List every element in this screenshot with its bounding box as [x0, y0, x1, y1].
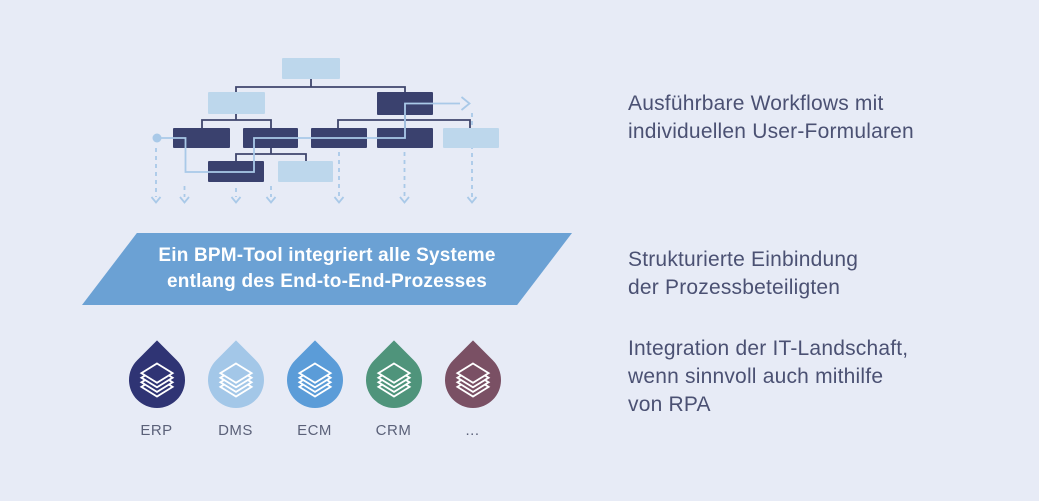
benefit-text-einbindung: Strukturierte Einbindung der Prozessbete… [628, 246, 858, 302]
benefit-line: individuellen User-Formularen [628, 120, 914, 143]
drop-icon [116, 340, 197, 420]
benefit-text-integration: Integration der IT-Landschaft, wenn sinn… [628, 335, 908, 419]
benefit-line: von RPA [628, 393, 711, 416]
layers-icon [455, 362, 490, 398]
dashed-arrow [466, 113, 478, 204]
dashed-arrow [333, 152, 345, 204]
system-ecm: ECM [274, 340, 355, 439]
flow-connector [337, 115, 471, 128]
benefit-text-workflows: Ausführbare Workflows mit individuellen … [628, 90, 914, 146]
system-other: ... [432, 340, 513, 439]
system-label: CRM [375, 422, 412, 439]
flowchart-node-branch-left [208, 92, 265, 114]
dashed-arrow [399, 152, 410, 204]
sequence-flow-path [152, 96, 471, 173]
flow-connector [235, 148, 307, 161]
layers-icon [139, 362, 174, 398]
drop-icon [195, 340, 276, 420]
drop-icon [274, 340, 355, 420]
benefit-line: Ausführbare Workflows mit [628, 92, 884, 115]
workflow-diagram [150, 58, 499, 204]
dashed-arrow [265, 186, 277, 204]
dashed-arrow [150, 148, 162, 204]
layers-icon [218, 362, 253, 398]
benefit-line: wenn sinnvoll auch mithilfe [628, 365, 884, 388]
system-label: DMS [218, 422, 253, 439]
flow-connector [201, 114, 272, 128]
layers-icon [376, 362, 411, 398]
right-arrow-head [460, 96, 471, 111]
layers-icon [297, 362, 332, 398]
system-label: ECM [297, 422, 332, 439]
flow-connector [235, 79, 406, 92]
flowchart-node-subtask-2 [278, 161, 333, 182]
system-erp: ERP [116, 340, 197, 439]
system-label: ... [465, 422, 480, 439]
flowchart-node-task-1 [173, 128, 230, 148]
system-crm: CRM [353, 340, 434, 439]
start-event-dot [152, 133, 162, 143]
systems-row: ERP DMS [116, 340, 513, 439]
drop-icon [432, 340, 513, 420]
system-dms: DMS [195, 340, 276, 439]
benefit-line: der Prozessbeteiligten [628, 276, 841, 299]
flowchart-node-root [282, 58, 340, 79]
dashed-arrow [230, 188, 242, 204]
benefit-line: Integration der IT-Landschaft, [628, 337, 909, 360]
benefit-line: Strukturierte Einbindung [628, 248, 859, 271]
flowchart-node-task-5 [443, 128, 499, 148]
banner-text-line2: entlang des End-to-End-Prozesses [167, 271, 487, 292]
dashed-arrow [179, 186, 190, 204]
banner-text-line1: Ein BPM-Tool integriert alle Systeme [158, 245, 496, 266]
bpm-banner: Ein BPM-Tool integriert alle Systeme ent… [82, 233, 572, 305]
system-label: ERP [140, 422, 173, 439]
drop-icon [353, 340, 434, 420]
